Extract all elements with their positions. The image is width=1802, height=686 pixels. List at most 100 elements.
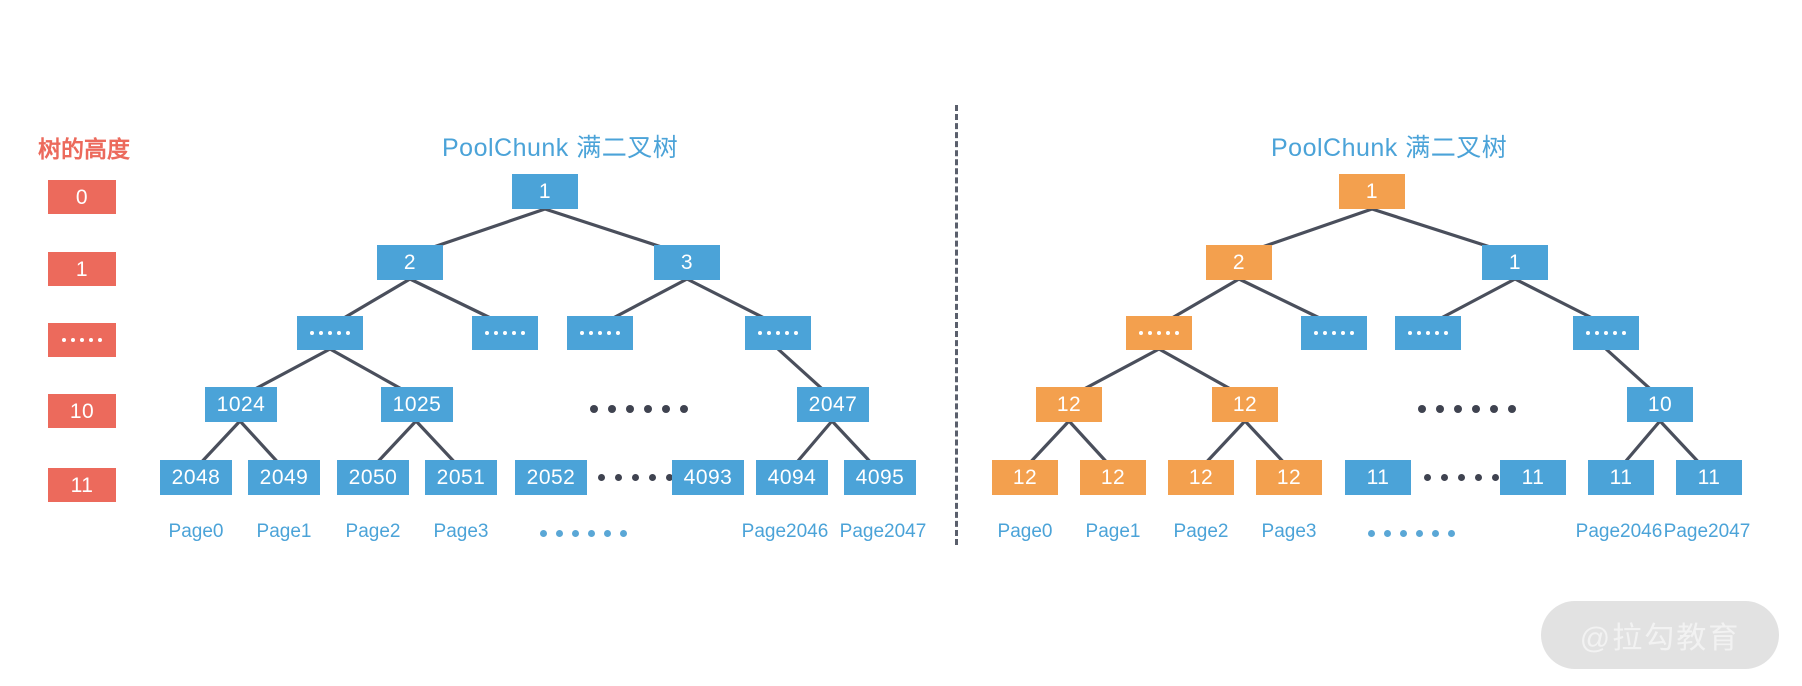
node-label: 12 xyxy=(1056,393,1082,416)
left-node-3: 3 xyxy=(654,245,720,280)
right-leaf-11-a: 11 xyxy=(1345,460,1411,495)
left-node-1024: 1024 xyxy=(205,387,277,422)
node-label: 2050 xyxy=(348,466,398,489)
left-node-ellipsis-b xyxy=(472,316,538,350)
ellipsis-icon xyxy=(1139,331,1179,335)
node-label: 1025 xyxy=(392,393,442,416)
node-label: 11 xyxy=(1697,466,1721,489)
legend-level-1: 1 xyxy=(48,252,116,286)
right-page-ellipsis xyxy=(1368,530,1455,537)
node-label: 11 xyxy=(1521,466,1545,489)
left-page-ellipsis xyxy=(540,530,627,537)
left-leaf-2052: 2052 xyxy=(515,460,587,495)
right-page-label-2047: Page2047 xyxy=(1663,521,1751,542)
node-label: 1024 xyxy=(216,393,266,416)
left-leaf-4094: 4094 xyxy=(756,460,828,495)
node-label: 12 xyxy=(1276,466,1302,489)
left-leaf-2048: 2048 xyxy=(160,460,232,495)
node-label: 11 xyxy=(1366,466,1390,489)
node-label: 3 xyxy=(680,251,694,274)
right-tree-title: PoolChunk 满二叉树 xyxy=(1271,134,1508,162)
watermark-text: @拉勾教育 xyxy=(1579,622,1741,655)
right-node-ellipsis-c xyxy=(1395,316,1461,350)
node-label: 2052 xyxy=(526,466,576,489)
node-label: 10 xyxy=(1647,393,1673,416)
right-leaf-12-d: 12 xyxy=(1256,460,1322,495)
left-mid-ellipsis xyxy=(590,405,688,413)
legend-level-11: 11 xyxy=(48,468,116,502)
node-label: 1 xyxy=(1365,180,1379,203)
legend-level-10: 10 xyxy=(48,394,116,428)
node-label: 2049 xyxy=(259,466,309,489)
right-page-label-2: Page2 xyxy=(1173,521,1229,542)
right-node-root: 1 xyxy=(1339,174,1405,209)
right-page-label-3: Page3 xyxy=(1261,521,1317,542)
node-label: 2 xyxy=(403,251,417,274)
right-mid-ellipsis xyxy=(1418,405,1516,413)
node-label: 4095 xyxy=(855,466,905,489)
ellipsis-icon xyxy=(310,331,350,335)
left-page-label-2047: Page2047 xyxy=(839,521,927,542)
right-node-10: 10 xyxy=(1627,387,1693,422)
right-node-right: 1 xyxy=(1482,245,1548,280)
right-leaf-11-b: 11 xyxy=(1500,460,1566,495)
node-label: 12 xyxy=(1100,466,1126,489)
node-label: 12 xyxy=(1232,393,1258,416)
legend-level-0: 0 xyxy=(48,180,116,214)
ellipsis-icon xyxy=(62,338,102,342)
right-node-left: 2 xyxy=(1206,245,1272,280)
right-leaf-12-b: 12 xyxy=(1080,460,1146,495)
node-label: 11 xyxy=(1609,466,1633,489)
node-label: 4094 xyxy=(767,466,817,489)
node-label: 4093 xyxy=(683,466,733,489)
legend-level-10-label: 10 xyxy=(69,399,95,423)
right-page-label-2046: Page2046 xyxy=(1575,521,1663,542)
legend-title: 树的高度 xyxy=(38,136,130,162)
left-node-1025: 1025 xyxy=(381,387,453,422)
ellipsis-icon xyxy=(580,331,620,335)
left-page-label-2: Page2 xyxy=(345,521,401,542)
legend-level-1-label: 1 xyxy=(75,257,89,281)
vertical-divider xyxy=(955,105,958,545)
left-page-label-2046: Page2046 xyxy=(741,521,829,542)
node-label: 2048 xyxy=(171,466,221,489)
left-page-label-3: Page3 xyxy=(433,521,489,542)
left-node-1: 1 xyxy=(512,174,578,209)
node-label: 12 xyxy=(1188,466,1214,489)
right-page-label-0: Page0 xyxy=(997,521,1053,542)
right-node-12-b: 12 xyxy=(1212,387,1278,422)
left-leaf-2049: 2049 xyxy=(248,460,320,495)
right-leaf-12-a: 12 xyxy=(992,460,1058,495)
watermark: @拉勾教育 xyxy=(1541,601,1779,669)
node-label: 2 xyxy=(1232,251,1246,274)
node-label: 1 xyxy=(1508,251,1522,274)
node-label: 2051 xyxy=(436,466,486,489)
right-node-ellipsis-b xyxy=(1301,316,1367,350)
left-node-ellipsis-c xyxy=(567,316,633,350)
node-label: 2047 xyxy=(808,393,858,416)
left-node-ellipsis-a xyxy=(297,316,363,350)
legend-level-11-label: 11 xyxy=(70,473,94,497)
left-node-2: 2 xyxy=(377,245,443,280)
ellipsis-icon xyxy=(485,331,525,335)
ellipsis-icon xyxy=(1314,331,1354,335)
ellipsis-icon xyxy=(758,331,798,335)
left-tree-title: PoolChunk 满二叉树 xyxy=(442,134,679,162)
left-page-label-0: Page0 xyxy=(168,521,224,542)
legend-level-0-label: 0 xyxy=(75,185,89,209)
right-leaf-11-c: 11 xyxy=(1588,460,1654,495)
ellipsis-icon xyxy=(1586,331,1626,335)
right-page-label-1: Page1 xyxy=(1085,521,1141,542)
left-node-2047: 2047 xyxy=(797,387,869,422)
right-leaf-11-d: 11 xyxy=(1676,460,1742,495)
left-leaf-4093: 4093 xyxy=(672,460,744,495)
right-node-ellipsis-a xyxy=(1126,316,1192,350)
right-node-12-a: 12 xyxy=(1036,387,1102,422)
node-label: 1 xyxy=(538,180,552,203)
right-leaf-12-c: 12 xyxy=(1168,460,1234,495)
node-label: 12 xyxy=(1012,466,1038,489)
ellipsis-icon xyxy=(1408,331,1448,335)
left-page-label-1: Page1 xyxy=(256,521,312,542)
